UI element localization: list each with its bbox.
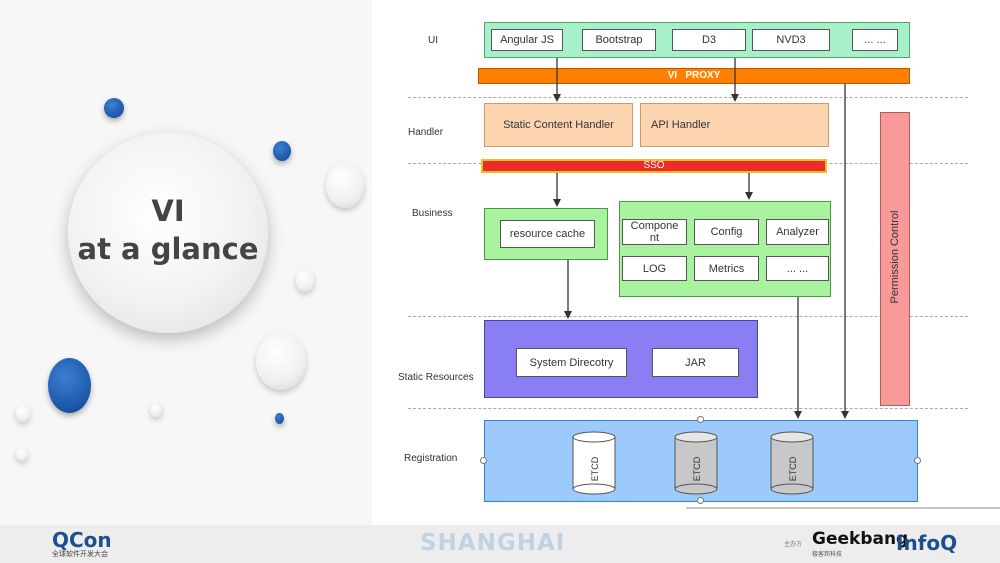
handle-right xyxy=(914,457,921,464)
component-box-line1: Compone xyxy=(630,220,679,232)
log-box: LOG xyxy=(622,256,687,281)
slide-title-line1: VI xyxy=(151,194,185,228)
grey-bubble-medium xyxy=(256,332,306,390)
grey-bubble-small xyxy=(296,268,314,292)
blue-bubble-large xyxy=(48,358,91,413)
analyzer-box: Analyzer xyxy=(766,219,829,245)
api-handler: API Handler xyxy=(640,103,829,147)
business-panel xyxy=(619,201,831,297)
qcon-logo: QCon xyxy=(52,528,112,552)
footer-bar xyxy=(0,525,1000,563)
blue-bubble-tiny xyxy=(275,413,284,424)
permission-control-bar xyxy=(880,112,910,406)
separator-ui-handler xyxy=(408,97,968,98)
etcd-label-3: ETCD xyxy=(788,456,798,481)
grey-bubble xyxy=(326,162,364,208)
etcd-cylinder-1 xyxy=(572,431,616,495)
slide-title-line2: at a glance xyxy=(77,232,259,266)
config-box: Config xyxy=(694,219,759,245)
grey-bubble-tiny xyxy=(16,404,30,422)
more-business-box: ... ... xyxy=(766,256,829,281)
system-directory-box: System Direcotry xyxy=(516,348,627,377)
etcd-label-2: ETCD xyxy=(692,456,702,481)
layer-label-static-resources: Static Resources xyxy=(398,372,474,383)
layer-label-ui: UI xyxy=(428,35,438,46)
ui-item-angularjs: Angular JS xyxy=(491,29,563,51)
layer-label-handler: Handler xyxy=(408,127,444,138)
infoq-logo: InfoQ xyxy=(896,531,958,555)
qcon-subtitle: 全球软件开发大会 xyxy=(52,551,108,558)
component-box: Compone nt xyxy=(622,219,687,245)
geekbang-logo: Geekbang xyxy=(812,529,909,549)
metrics-box: Metrics xyxy=(694,256,759,281)
etcd-cylinder-2 xyxy=(674,431,718,495)
static-content-handler: Static Content Handler xyxy=(484,103,633,147)
separator-static-registration xyxy=(408,408,968,409)
geekbang-subtitle: 极客邦科技 xyxy=(812,552,843,558)
vi-proxy-bar: VI PROXY xyxy=(478,68,910,84)
blue-bubble-small-2 xyxy=(273,141,291,161)
grey-bubble-tiny-2 xyxy=(150,403,162,417)
ui-item-more: ... ... xyxy=(852,29,898,51)
grey-bubble-tiny-3 xyxy=(16,447,28,461)
layer-label-registration: Registration xyxy=(404,453,458,464)
sponsor-label: 主办方 xyxy=(784,542,803,548)
city-label: SHANGHAI xyxy=(420,530,566,556)
handle-bottom xyxy=(697,497,704,504)
layer-label-business: Business xyxy=(412,208,453,219)
component-box-line2: nt xyxy=(649,232,660,244)
title-circle xyxy=(68,133,268,333)
handle-top xyxy=(697,416,704,423)
ui-item-nvd3: NVD3 xyxy=(752,29,830,51)
resource-cache-box: resource cache xyxy=(500,220,595,248)
slide-title: VI at a glance xyxy=(68,192,268,268)
sso-bar: SSO xyxy=(481,159,827,173)
separator-business-static xyxy=(408,316,968,317)
ui-item-d3: D3 xyxy=(672,29,746,51)
etcd-label-1: ETCD xyxy=(590,456,600,481)
jar-box: JAR xyxy=(652,348,739,377)
ui-item-bootstrap: Bootstrap xyxy=(582,29,656,51)
etcd-cylinder-3 xyxy=(770,431,814,495)
blue-bubble-small xyxy=(104,98,124,118)
handle-left xyxy=(480,457,487,464)
